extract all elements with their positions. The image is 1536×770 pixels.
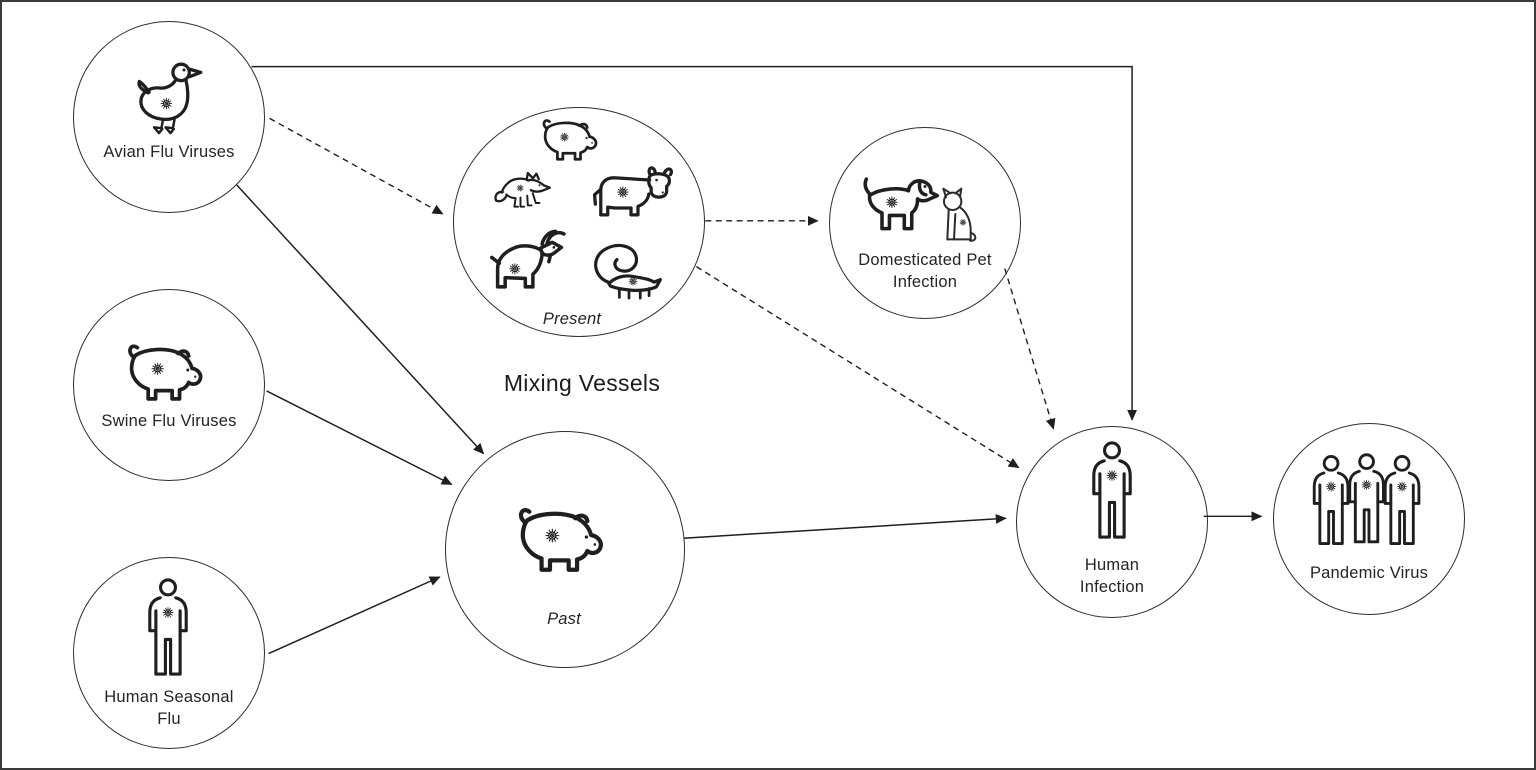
label-past: Past — [547, 610, 581, 628]
pig-virus-icon — [506, 494, 622, 580]
edge-human-seasonal-to-past — [268, 576, 441, 655]
node-avian-flu-viruses — [73, 21, 265, 213]
edge-past-to-human-infection — [683, 513, 1007, 539]
cat-virus-icon — [932, 182, 980, 246]
edge-avian-to-past — [236, 184, 485, 455]
node-pandemic-virus — [1273, 423, 1465, 615]
skunk-virus-icon — [584, 229, 674, 303]
section-title-mixing-vessels: Mixing Vessels — [503, 370, 661, 396]
label-swine-flu-viruses: Swine Flu Viruses — [101, 412, 237, 430]
label-pandemic-virus: Pandemic Virus — [1309, 564, 1429, 582]
node-human-infection — [1016, 426, 1208, 618]
pig-virus-icon — [118, 332, 218, 408]
label-present: Present — [542, 310, 602, 328]
node-mixing-vessel-past — [445, 431, 685, 668]
duck-virus-icon — [127, 55, 209, 139]
edge-swine-to-past — [266, 390, 453, 486]
cow-virus-icon — [582, 163, 680, 225]
edge-present-to-human-infection-dashed — [696, 266, 1020, 469]
label-human-infection: Human Infection — [1079, 556, 1145, 596]
fox-virus-icon — [488, 170, 564, 214]
label-domesticated-pet-infection: Domesticated Pet Infection — [858, 251, 992, 291]
label-human-seasonal-flu: Human Seasonal Flu — [104, 688, 234, 728]
edge-avian-to-present-dashed — [269, 117, 444, 215]
goat-virus-icon — [480, 225, 574, 305]
three-people-virus-icon — [1307, 448, 1427, 554]
edge-avian-to-human-infection-top-route — [251, 65, 1138, 421]
person-virus-icon — [142, 576, 194, 682]
node-mixing-vessel-present — [453, 107, 705, 337]
node-domesticated-pet-infection — [829, 127, 1021, 319]
node-human-seasonal-flu — [73, 557, 265, 749]
node-swine-flu-viruses — [73, 289, 265, 481]
person-virus-icon — [1086, 439, 1138, 545]
edge-pets-to-human-infection-dashed — [1004, 268, 1056, 430]
label-avian-flu-viruses: Avian Flu Viruses — [103, 143, 235, 161]
pig-virus-icon — [530, 110, 614, 166]
